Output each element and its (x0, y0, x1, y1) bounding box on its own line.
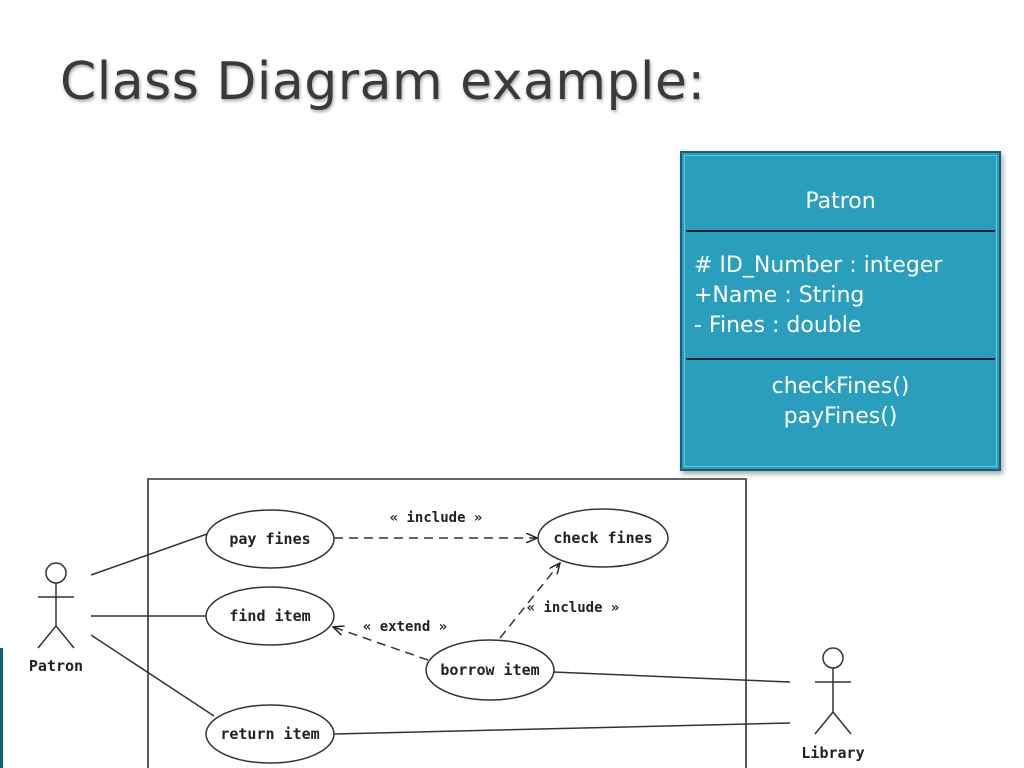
use-case-borrow-item-label: borrow item (440, 661, 539, 679)
include-arrow-borrow-to-check (499, 563, 560, 639)
use-case-pay-fines-label: pay fines (229, 530, 310, 548)
actor-patron (37, 562, 75, 649)
use-case-check-fines: check fines (537, 508, 669, 568)
use-case-return-item: return item (205, 704, 335, 764)
extend-arrow-borrow-to-find (333, 627, 429, 661)
operation-pay-fines: payFines() (783, 404, 898, 429)
include-label-pay-check: « include » (390, 510, 483, 526)
include-label-borrow-check: « include » (527, 600, 620, 616)
attribute-id-number: # ID_Number : integer (694, 253, 943, 278)
class-attributes: # ID_Number : integer +Name : String - F… (694, 251, 942, 341)
extend-label-borrow-find: « extend » (363, 619, 447, 635)
class-name-divider (686, 230, 995, 232)
slide-accent-bar (0, 648, 3, 768)
class-attributes-divider (686, 358, 995, 360)
use-case-check-fines-label: check fines (553, 529, 652, 547)
class-box-patron: Patron # ID_Number : integer +Name : Str… (680, 151, 1001, 471)
use-case-borrow-item: borrow item (425, 639, 555, 701)
use-case-find-item: find item (205, 586, 335, 646)
system-boundary (147, 478, 747, 768)
class-name: Patron (805, 189, 876, 214)
attribute-name: +Name : String (694, 283, 865, 308)
actor-library (814, 647, 852, 735)
association-lines (90, 533, 791, 735)
operation-check-fines: checkFines() (771, 374, 910, 399)
actor-library-label: Library (801, 744, 864, 762)
actor-patron-label: Patron (29, 657, 83, 675)
attribute-fines: - Fines : double (694, 313, 862, 338)
use-case-find-item-label: find item (229, 607, 310, 625)
class-operations: checkFines() payFines() (682, 372, 999, 432)
use-case-pay-fines: pay fines (205, 509, 335, 569)
slide-title: Class Diagram example: (60, 52, 706, 112)
use-case-return-item-label: return item (220, 725, 319, 743)
